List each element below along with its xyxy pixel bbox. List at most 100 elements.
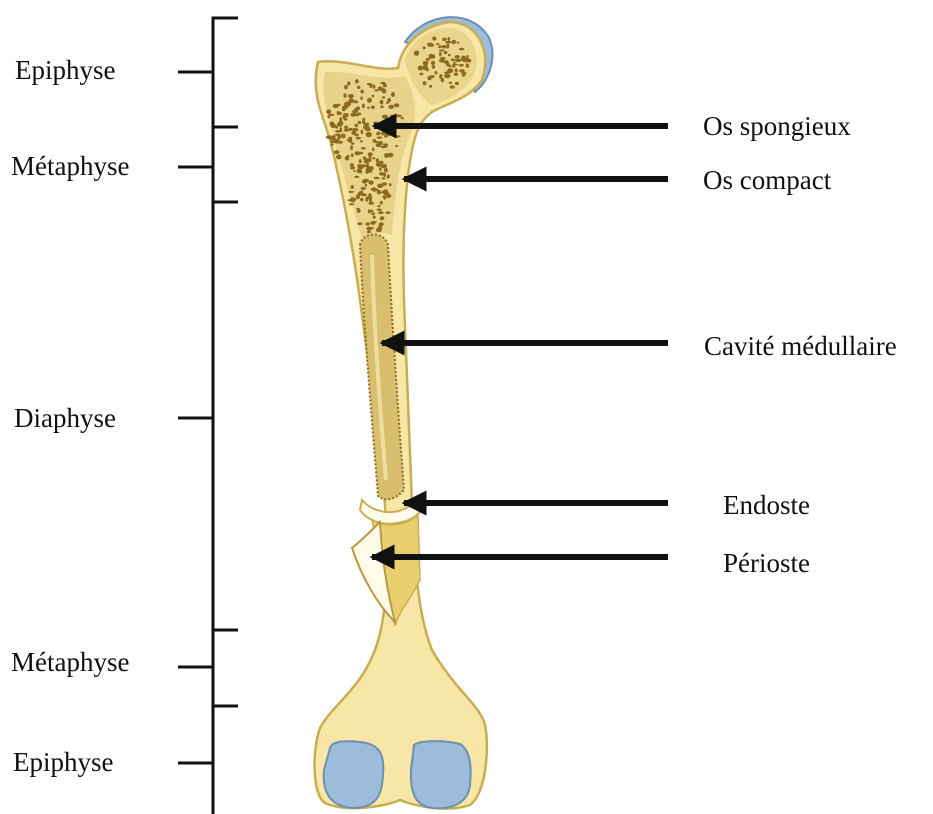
- spongy-pore: [360, 198, 363, 201]
- spongy-pore: [442, 45, 447, 49]
- spongy-pore: [448, 69, 451, 72]
- brackets: [178, 18, 238, 814]
- spongy-pore: [351, 113, 356, 117]
- spongy-pore: [367, 98, 372, 103]
- spongy-pore: [376, 143, 381, 147]
- spongy-pore: [368, 193, 371, 198]
- spongy-pore: [376, 162, 382, 167]
- spongy-pore: [372, 95, 375, 98]
- spongy-pore: [442, 38, 446, 42]
- spongy-pore: [431, 56, 435, 59]
- spongy-pore: [441, 60, 445, 63]
- spongy-pore: [368, 180, 373, 184]
- spongy-pore: [365, 127, 370, 132]
- spongy-pore: [452, 64, 458, 66]
- label-epiphyse-bottom: Epiphyse: [13, 749, 114, 776]
- spongy-pore: [455, 55, 460, 59]
- spongy-pore: [349, 203, 354, 205]
- spongy-pore: [353, 100, 359, 103]
- spongy-pore: [382, 96, 386, 98]
- label-cavite-medullaire: Cavité médullaire: [704, 333, 897, 360]
- bracket-metaphyse-top: [178, 127, 238, 202]
- spongy-pore: [389, 183, 392, 186]
- spongy-pore: [360, 140, 363, 143]
- spongy-pore: [430, 75, 435, 78]
- spongy-pore: [448, 37, 451, 41]
- spongy-pore: [383, 143, 388, 145]
- spongy-pore: [335, 130, 340, 132]
- bracket-diaphyse: [178, 202, 238, 630]
- spongy-pore: [388, 105, 394, 109]
- spongy-pore: [377, 205, 381, 207]
- spongy-pore: [438, 45, 442, 48]
- spongy-pore: [334, 150, 339, 154]
- spongy-pore: [455, 68, 458, 72]
- spongy-pore: [368, 201, 373, 205]
- spongy-pore: [359, 159, 362, 163]
- spongy-pore: [457, 42, 460, 44]
- spongy-pore: [372, 157, 376, 159]
- spongy-pore: [451, 69, 454, 72]
- spongy-pore: [355, 124, 359, 128]
- spongy-pore: [386, 190, 388, 195]
- spongy-pore: [378, 211, 384, 214]
- spongy-pore: [355, 151, 361, 155]
- spongy-pore: [423, 81, 427, 85]
- spongy-pore: [341, 134, 346, 139]
- spongy-pore: [391, 92, 395, 97]
- spongy-pore: [380, 105, 383, 108]
- spongy-pore: [436, 43, 439, 45]
- label-os-spongieux: Os spongieux: [703, 113, 851, 140]
- spongy-pore: [379, 167, 382, 171]
- bracket-epiphyse-bottom: [178, 706, 213, 814]
- spongy-pore: [350, 197, 355, 202]
- spongy-pore: [357, 209, 361, 214]
- spongy-pore: [453, 62, 456, 64]
- spongy-pore: [433, 37, 436, 40]
- spongy-pore: [354, 176, 359, 178]
- spongy-pore: [429, 85, 432, 88]
- spongy-pore: [371, 106, 375, 109]
- spongy-pore: [426, 58, 430, 61]
- spongy-pore: [361, 147, 366, 149]
- bracket-metaphyse-bottom: [178, 630, 238, 706]
- arrows: [372, 126, 668, 557]
- spongy-pore: [440, 57, 445, 60]
- spongy-pore: [351, 153, 354, 157]
- spongy-pore: [449, 82, 452, 84]
- spongy-pore: [343, 93, 346, 98]
- spongy-pore: [380, 201, 383, 205]
- spongy-pore: [390, 130, 395, 134]
- spongy-pore: [344, 118, 348, 121]
- spongy-pore: [345, 156, 350, 161]
- spongy-pore: [348, 94, 354, 98]
- spongy-pore: [351, 142, 354, 145]
- spongy-pore: [350, 166, 355, 169]
- label-epiphyse-top: Epiphyse: [15, 57, 116, 84]
- spongy-pore: [350, 163, 354, 167]
- spongy-pore: [422, 65, 428, 70]
- spongy-pore: [395, 145, 398, 147]
- spongy-pore: [385, 211, 390, 214]
- spongy-pore: [367, 107, 370, 109]
- spongy-pore: [344, 86, 347, 88]
- spongy-pore: [459, 48, 465, 51]
- condyle-cartilage-right: [411, 741, 471, 808]
- spongy-pore: [329, 138, 333, 140]
- spongy-pore: [387, 176, 390, 179]
- spongy-pore: [419, 73, 423, 76]
- spongy-pore: [360, 90, 363, 94]
- spongy-pore: [374, 89, 379, 91]
- spongy-pore: [337, 112, 342, 115]
- spongy-pore: [369, 156, 372, 161]
- spongy-pore: [348, 191, 354, 193]
- spongy-pore: [373, 187, 376, 192]
- spongy-pore: [392, 115, 396, 118]
- spongy-pore: [338, 121, 344, 125]
- spongy-pore: [451, 59, 456, 62]
- spongy-pore: [435, 71, 438, 75]
- spongy-pore: [346, 101, 352, 103]
- spongy-pore: [455, 59, 461, 62]
- spongy-pore: [445, 41, 451, 44]
